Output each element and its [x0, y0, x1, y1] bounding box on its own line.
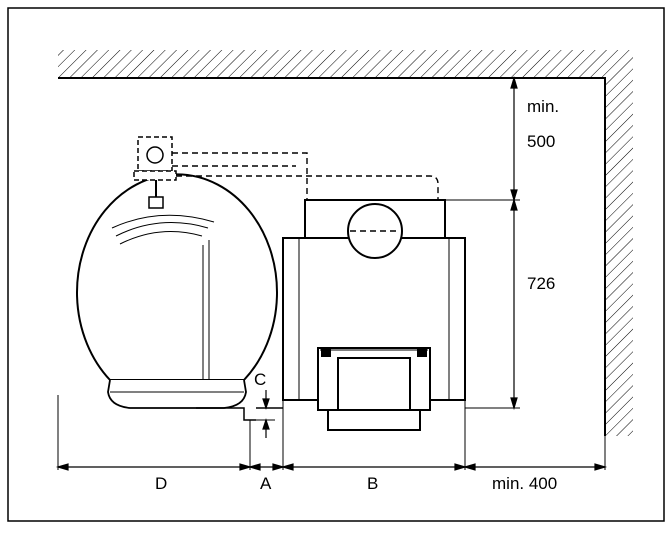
label-dim-a: A [260, 474, 272, 493]
label-min-top: min. [527, 97, 559, 116]
boiler [282, 199, 466, 431]
boiler-feet [321, 348, 427, 357]
floor-line [196, 407, 283, 421]
label-clearance-side: min. 400 [492, 474, 557, 493]
wall-hatching [58, 50, 633, 436]
extension-lines [57, 199, 606, 470]
label-dim-c: C [254, 370, 266, 389]
spherical-tank [76, 173, 278, 409]
label-dim-b: B [367, 474, 378, 493]
label-clearance-top: 500 [527, 132, 555, 151]
burner-circle [347, 203, 403, 259]
connection-pipes [172, 152, 439, 200]
vertical-dimension [510, 75, 518, 411]
horizontal-dimension [55, 463, 608, 471]
label-dim-d: D [155, 474, 167, 493]
c-dimension [262, 390, 270, 438]
valve-unit [133, 136, 177, 181]
label-height: 726 [527, 274, 555, 293]
figure-frame [7, 7, 665, 522]
